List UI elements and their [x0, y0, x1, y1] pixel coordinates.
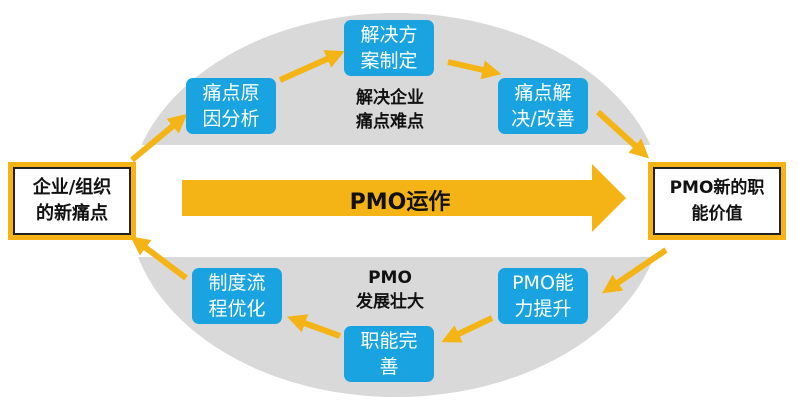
arrow-bottom2-to-bottom3 — [286, 314, 342, 339]
new-pain-point-node: 企业/组织 的新痛点 — [8, 162, 136, 240]
top-step-cause-analysis: 痛点原 因分析 — [186, 78, 276, 134]
arrow-top1-to-top2 — [278, 50, 345, 83]
arrow-bottom3-to-left — [130, 236, 188, 281]
bottom-step-process-optimize: 制度流 程优化 — [192, 268, 282, 324]
pmo-operation-arrow — [182, 164, 626, 232]
center-arrow-label: PMO运作 — [349, 190, 451, 215]
bottom-step-capability-upgrade: PMO能 力提升 — [498, 268, 588, 324]
bottom-step-function-complete: 职能完 善 — [344, 326, 434, 382]
arrow-top2-to-top3 — [447, 59, 502, 80]
top-step-solution-design: 解决方 案制定 — [344, 20, 434, 76]
pmo-new-value-node: PMO新的职 能价值 — [648, 162, 786, 240]
arrow-right-to-bottom1 — [602, 247, 668, 294]
top-cycle-caption: 解决企业 痛点难点 — [356, 88, 424, 132]
arrow-top3-to-right — [595, 109, 650, 159]
arrow-bottom1-to-bottom2 — [441, 315, 494, 343]
bottom-cycle-caption: PMO 发展壮大 — [356, 268, 424, 312]
top-step-resolve-improve: 痛点解 决/改善 — [498, 78, 588, 134]
arrow-left-to-top1 — [130, 113, 188, 163]
